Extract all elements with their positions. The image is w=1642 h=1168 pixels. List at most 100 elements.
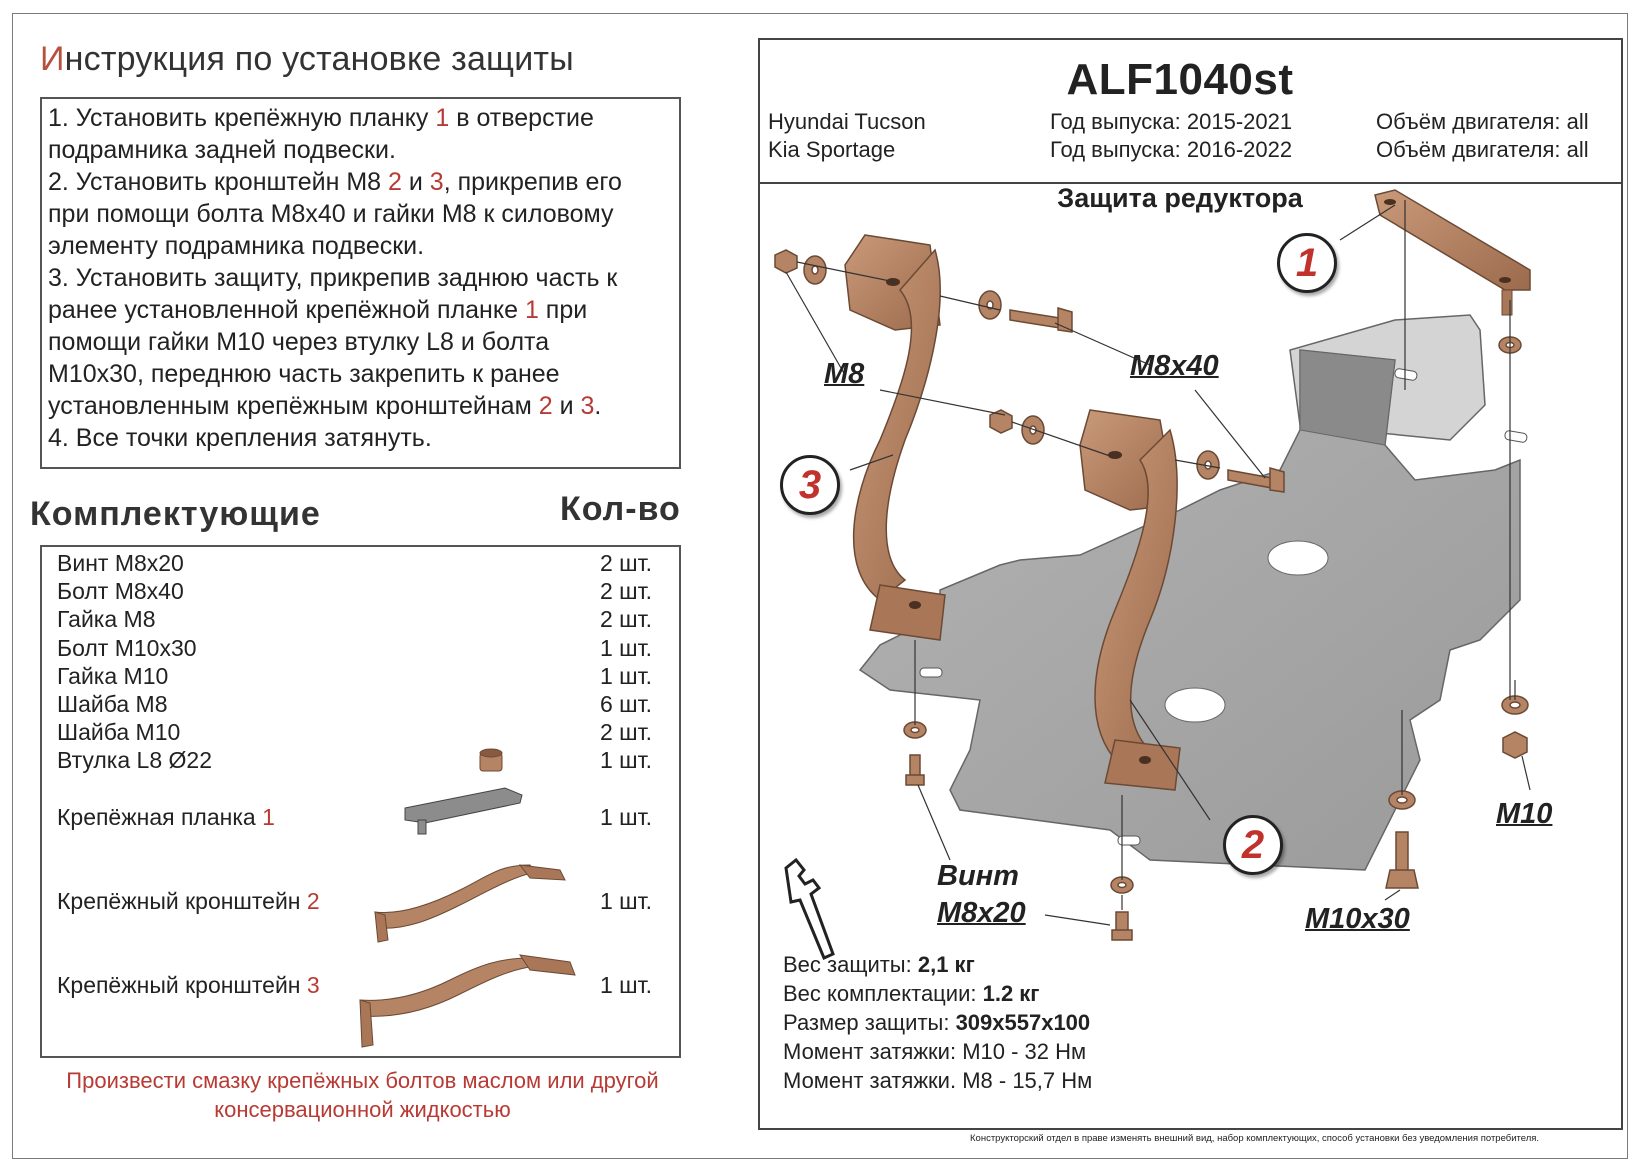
instructions-title: Инструкция по установке защиты <box>40 40 574 79</box>
fasteners <box>774 249 1529 941</box>
spec-value: М8 - 15,7 Нм <box>962 1068 1093 1093</box>
instruction-text: и <box>552 392 581 420</box>
kit-item-qty: 2 шт. <box>600 550 653 576</box>
leader-lines <box>785 200 1531 926</box>
instruction-text: . <box>594 392 602 420</box>
kit-item-qty: 1 шт. <box>600 888 653 914</box>
instruction-line: подрамника задней подвески. <box>48 134 671 166</box>
car-1-engine: Объём двигателя: all <box>1376 109 1589 134</box>
model-code: ALF1040st <box>1066 55 1294 104</box>
spec-line: Размер защиты: 309х557х100 <box>783 1010 1090 1036</box>
product-panel <box>758 38 1623 1130</box>
kit-item-name: Крепёжный кронштейн 2 <box>57 888 320 915</box>
instruction-line: 2. Установить кронштейн М8 2 и 3, прикре… <box>48 166 671 198</box>
instruction-line: 1. Установить крепёжную планку 1 в отвер… <box>48 102 671 134</box>
part-number-ref: 3 <box>580 392 595 420</box>
kit-item-label: Гайка М8 <box>57 606 156 632</box>
page-frame <box>12 13 1628 1159</box>
part-number-ref: 2 <box>538 392 553 420</box>
instruction-line: 3. Установить защиту, прикрепив заднюю ч… <box>48 262 671 294</box>
instruction-text: 1. Установить крепёжную планку <box>48 104 436 132</box>
kit-item-label: Шайба М10 <box>57 719 181 745</box>
bushing-thumb <box>479 748 503 772</box>
qty-heading: Кол-во <box>560 490 681 528</box>
kit-item-name: Болт М8х40 <box>57 578 184 605</box>
plate-1-thumb <box>404 787 523 835</box>
spec-line: Момент затяжки: М10 - 32 Нм <box>783 1039 1086 1065</box>
kit-item-qty: 1 шт. <box>600 804 653 830</box>
bracket-1 <box>1374 189 1531 316</box>
instruction-text: в отверстие <box>449 104 594 132</box>
spec-line: Вес комплектации: 1.2 кг <box>783 981 1039 1007</box>
car-1-name: Hyundai Tucson <box>768 109 926 134</box>
instruction-text: М10х30, переднюю часть закрепить к ранее <box>48 360 560 388</box>
bracket-3-thumb <box>359 954 576 1048</box>
kit-item-label: Крепёжный кронштейн <box>57 888 307 914</box>
kit-item-name: Втулка L8 Ø22 <box>57 747 212 774</box>
instruction-text: помощи гайки М10 через втулку L8 и болта <box>48 328 550 356</box>
kit-item-qty: 1 шт. <box>600 663 653 689</box>
label-m8x40: М8х40 <box>1130 350 1219 382</box>
instruction-line: ранее установленной крепёжной планке 1 п… <box>48 294 671 326</box>
bracket-2-thumb <box>374 864 566 943</box>
instruction-text: при <box>538 296 588 324</box>
lubrication-note: Произвести смазку крепёжных болтов масло… <box>66 1068 659 1122</box>
callout-1: 1 <box>1277 233 1337 293</box>
spec-value: 1.2 кг <box>982 981 1040 1006</box>
kit-item-qty: 2 шт. <box>600 719 653 745</box>
instruction-line: элементу подрамника подвески. <box>48 230 671 262</box>
kit-item-name: Винт М8х20 <box>57 550 184 577</box>
kit-item-number: 1 <box>262 804 275 830</box>
skid-plate <box>858 314 1528 871</box>
kit-item-name: Гайка М8 <box>57 606 156 633</box>
kit-item-name: Шайба М10 <box>57 719 180 746</box>
callout-3: 3 <box>780 455 840 515</box>
label-m10: М10 <box>1496 798 1553 830</box>
kit-table: Винт М8х20 2 шт. Болт М8х40 2 шт. Гайка М8 2 … <box>40 545 681 1058</box>
kit-item-name: Крепёжный кронштейн 3 <box>57 972 320 999</box>
title-rest: нструкция по установке защиты <box>64 40 574 78</box>
kit-item-name: Болт М10х30 <box>57 635 197 662</box>
kit-item-qty: 1 шт. <box>600 972 653 998</box>
kit-item-name: Крепёжная планка 1 <box>57 804 275 831</box>
instruction-text: , прикрепив его <box>443 168 622 196</box>
part-number-ref: 2 <box>388 168 402 196</box>
instruction-text: 4. Все точки крепления затянуть. <box>48 424 432 452</box>
spec-label: Момент затяжки: <box>783 1039 963 1064</box>
instruction-line: помощи гайки М10 через втулку L8 и болта <box>48 326 671 358</box>
kit-item-qty: 1 шт. <box>600 747 653 773</box>
car-2-name: Kia Sportage <box>768 137 896 162</box>
instruction-text: установленным крепёжным кронштейнам <box>48 392 539 420</box>
kit-item-name: Шайба М8 <box>57 691 168 718</box>
kit-item-label: Крепёжная планка <box>57 804 263 830</box>
kit-item-name: Гайка М10 <box>57 663 168 690</box>
spec-label: Размер защиты: <box>783 1010 956 1035</box>
kit-item-label: Крепёжный кронштейн <box>57 972 307 998</box>
kit-item-label: Гайка М10 <box>57 663 169 689</box>
instruction-line: М10х30, переднюю часть закрепить к ранее <box>48 358 671 390</box>
instruction-text: ранее установленной крепёжной планке <box>48 296 525 324</box>
kit-item-label: Шайба М8 <box>57 691 168 717</box>
spec-label: Вес комплектации: <box>783 981 983 1006</box>
instructions-box: 1. Установить крепёжную планку 1 в отвер… <box>40 97 681 469</box>
kit-item-qty: 2 шт. <box>600 578 653 604</box>
callout-2: 2 <box>1223 815 1283 875</box>
label-vint: Винт <box>937 860 1019 892</box>
spec-value: М10 - 32 Нм <box>962 1039 1087 1064</box>
kit-item-label: Втулка L8 Ø22 <box>57 747 212 773</box>
instruction-text: элементу подрамника подвески. <box>48 232 425 260</box>
car-2-engine: Объём двигателя: all <box>1376 137 1589 162</box>
part-title: Защита редуктора <box>1057 183 1303 213</box>
part-number-ref: 1 <box>435 104 450 132</box>
part-number-ref: 3 <box>429 168 444 196</box>
spec-value: 309х557х100 <box>955 1010 1091 1035</box>
disclaimer: Конструкторский отдел в праве изменять в… <box>970 1133 1540 1144</box>
header-separator <box>758 182 1623 184</box>
instruction-line: установленным крепёжным кронштейнам 2 и … <box>48 390 671 422</box>
spec-label: Вес защиты: <box>783 952 918 977</box>
car-2-year: Год выпуска: 2016-2022 <box>1050 137 1293 162</box>
kit-item-number: 3 <box>306 972 320 998</box>
instruction-line: при помощи болта М8х40 и гайки М8 к сило… <box>48 198 671 230</box>
